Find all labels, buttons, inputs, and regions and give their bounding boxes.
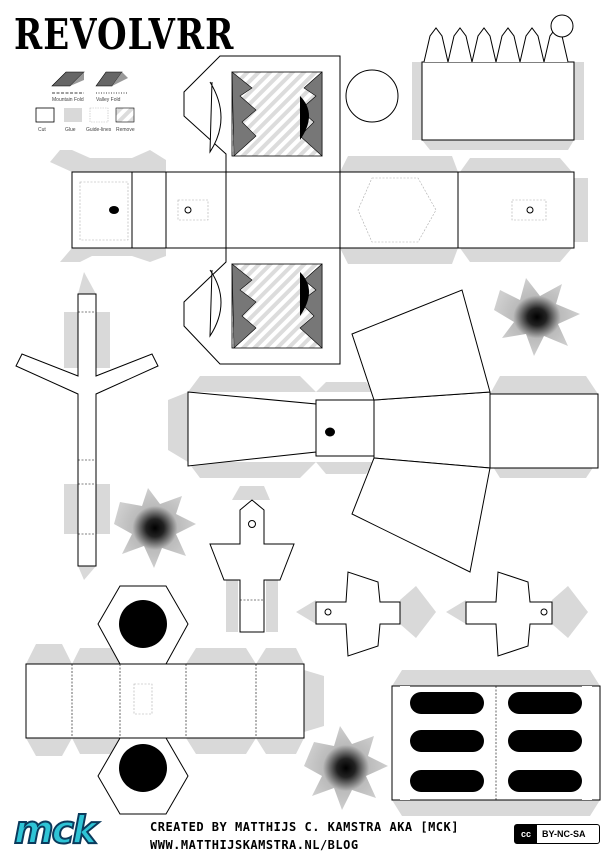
legend: Mountain Fold Valley Fold Cut Glue Guide… bbox=[35, 71, 135, 133]
barrel-piece bbox=[168, 289, 599, 573]
legend-label-remove: Remove bbox=[116, 127, 135, 133]
legend-label-glue: Glue bbox=[65, 127, 76, 133]
legend-label-mountain: Mountain Fold bbox=[52, 97, 84, 103]
license-badge: cc BY-NC-SA bbox=[514, 824, 600, 844]
grip-piece bbox=[25, 585, 324, 815]
legend-label-guide: Guide-lines bbox=[86, 127, 112, 133]
license-text: BY-NC-SA bbox=[542, 829, 586, 839]
fin-piece-right bbox=[446, 571, 588, 657]
fin-piece-left bbox=[296, 571, 436, 657]
bullet-hole-1 bbox=[494, 278, 580, 356]
cc-icon: cc bbox=[515, 825, 537, 843]
legend-label-cut: Cut bbox=[38, 127, 46, 133]
handle-piece bbox=[15, 272, 159, 580]
cylinder-strip bbox=[412, 14, 584, 150]
frame-body-piece bbox=[50, 55, 588, 365]
credit-line: CREATED BY MATTHIJS C. KAMSTRA AKA [MCK] bbox=[150, 820, 459, 834]
website-line: WWW.MATTHIJSKAMSTRA.NL/BLOG bbox=[150, 838, 359, 852]
mountain-fold-icon bbox=[51, 71, 85, 87]
valley-fold-icon bbox=[95, 71, 128, 87]
sight-piece bbox=[209, 486, 295, 633]
guide-swatch bbox=[89, 107, 109, 123]
remove-swatch bbox=[115, 107, 135, 123]
cylinder-bars-piece bbox=[391, 670, 601, 816]
bullet-hole-3 bbox=[304, 726, 388, 810]
cut-swatch bbox=[35, 107, 55, 123]
glue-swatch bbox=[64, 108, 82, 122]
mck-logo: mck bbox=[13, 807, 98, 853]
circle-piece bbox=[345, 69, 399, 123]
sheet-title: REVOLVRR bbox=[14, 10, 235, 60]
legend-label-valley: Valley Fold bbox=[96, 97, 121, 103]
bullet-hole-2 bbox=[114, 488, 196, 568]
